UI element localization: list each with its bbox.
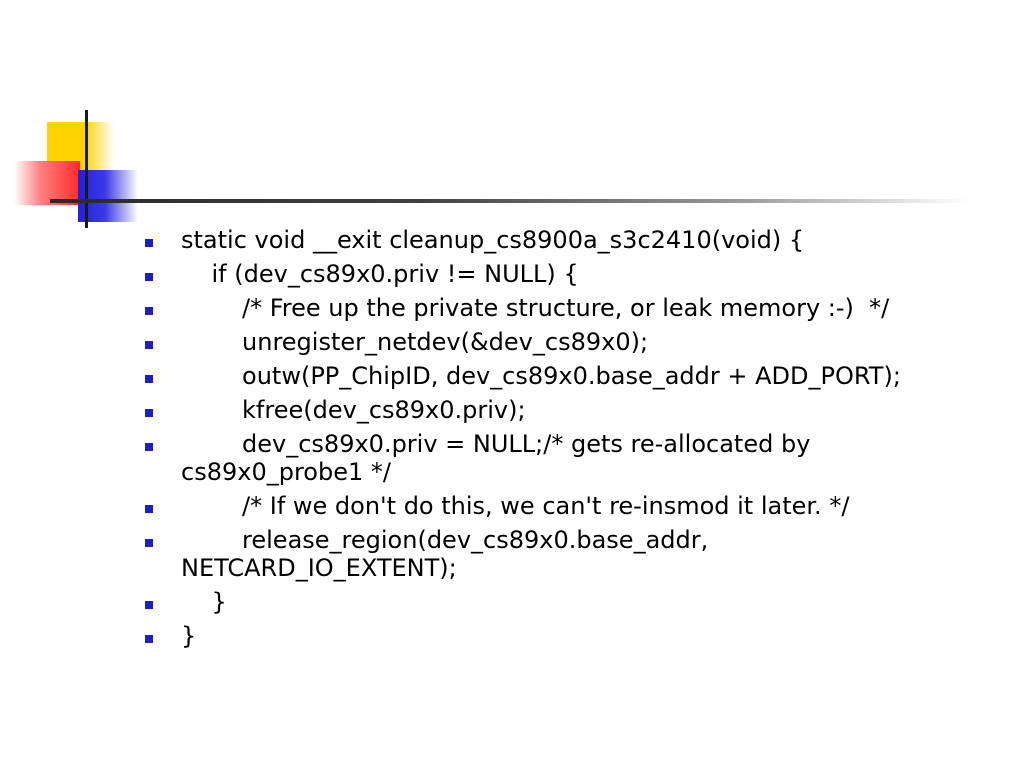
bullet-item: dev_cs89x0.priv = NULL;/* gets re-alloca… — [140, 430, 970, 486]
square-bullet-icon — [145, 273, 153, 281]
square-bullet-icon — [145, 409, 153, 417]
square-bullet-icon — [145, 239, 153, 247]
vertical-divider-line — [85, 110, 88, 228]
bullet-item: } — [140, 622, 970, 650]
bullet-item: static void __exit cleanup_cs8900a_s3c24… — [140, 226, 970, 254]
square-bullet-icon — [145, 443, 153, 451]
blue-square-graphic — [78, 170, 138, 222]
bullet-item: release_region(dev_cs89x0.base_addr, NET… — [140, 526, 970, 582]
horizontal-divider-line — [50, 199, 970, 203]
bullet-text: } — [181, 622, 197, 650]
bullet-item: kfree(dev_cs89x0.priv); — [140, 396, 970, 424]
slide-body: static void __exit cleanup_cs8900a_s3c24… — [140, 226, 970, 656]
square-bullet-icon — [145, 505, 153, 513]
square-bullet-icon — [145, 375, 153, 383]
square-bullet-icon — [145, 341, 153, 349]
square-bullet-icon — [145, 539, 153, 547]
bullet-text: if (dev_cs89x0.priv != NULL) { — [181, 260, 579, 288]
square-bullet-icon — [145, 307, 153, 315]
bullet-text: dev_cs89x0.priv = NULL;/* gets re-alloca… — [181, 430, 819, 486]
bullet-text: /* Free up the private structure, or lea… — [181, 294, 890, 322]
bullet-item: } — [140, 588, 970, 616]
red-square-graphic — [14, 161, 80, 205]
bullet-item: /* If we don't do this, we can't re-insm… — [140, 492, 970, 520]
bullet-text: kfree(dev_cs89x0.priv); — [181, 396, 526, 424]
bullet-item: /* Free up the private structure, or lea… — [140, 294, 970, 322]
bullet-text: unregister_netdev(&dev_cs89x0); — [181, 328, 649, 356]
bullet-text: release_region(dev_cs89x0.base_addr, NET… — [181, 526, 716, 582]
bullet-item: unregister_netdev(&dev_cs89x0); — [140, 328, 970, 356]
title-decoration — [0, 0, 1024, 240]
bullet-text: outw(PP_ChipID, dev_cs89x0.base_addr + A… — [181, 362, 901, 390]
bullet-item: if (dev_cs89x0.priv != NULL) { — [140, 260, 970, 288]
bullet-list: static void __exit cleanup_cs8900a_s3c24… — [140, 226, 970, 650]
bullet-item: outw(PP_ChipID, dev_cs89x0.base_addr + A… — [140, 362, 970, 390]
square-bullet-icon — [145, 601, 153, 609]
bullet-text: } — [181, 588, 227, 616]
bullet-text: static void __exit cleanup_cs8900a_s3c24… — [181, 226, 805, 254]
bullet-text: /* If we don't do this, we can't re-insm… — [181, 492, 850, 520]
square-bullet-icon — [145, 635, 153, 643]
